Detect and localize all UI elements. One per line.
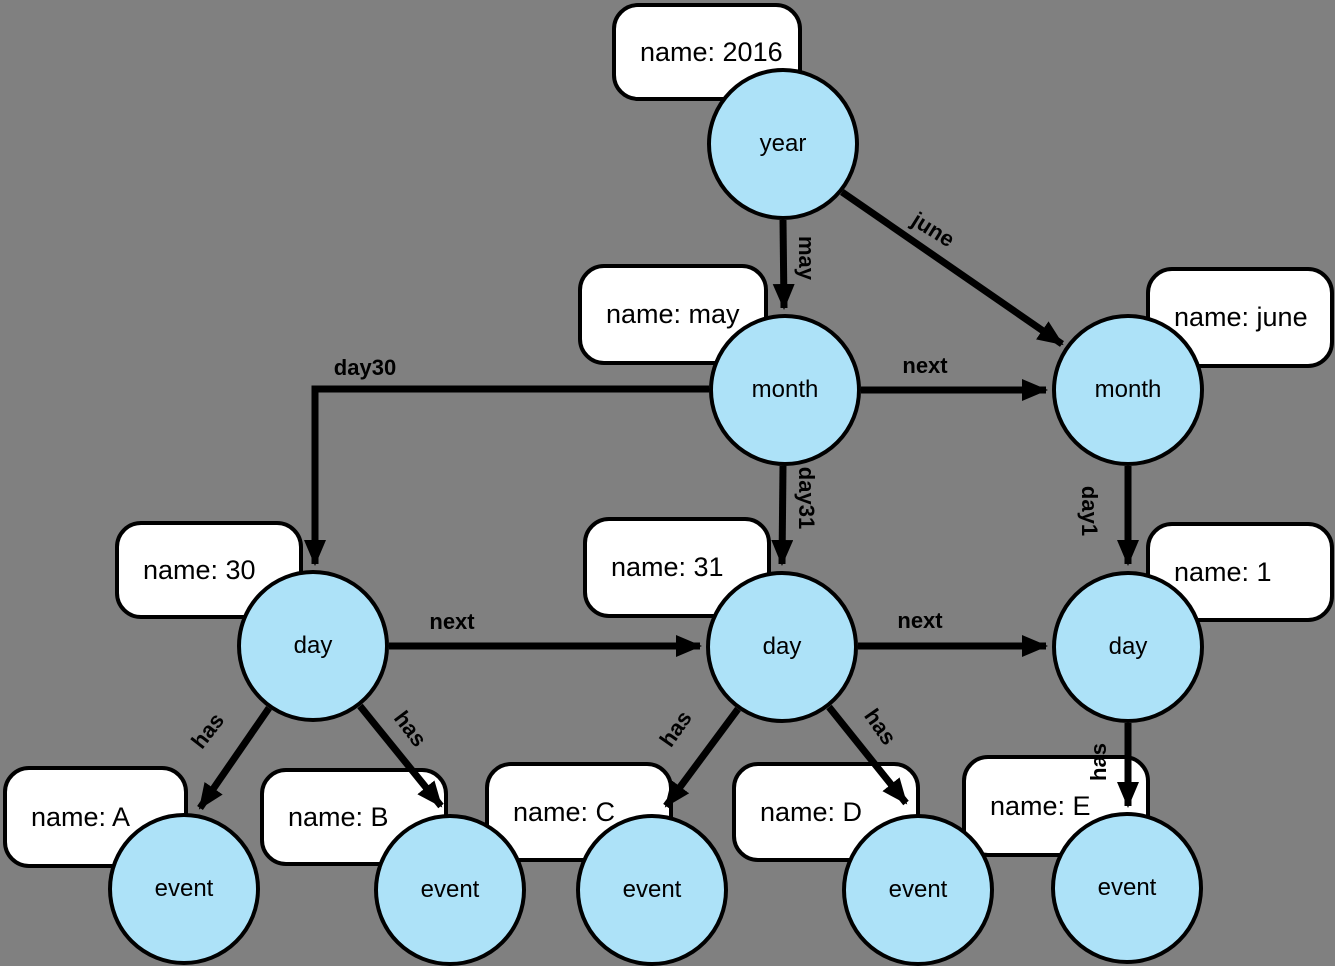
node-day-1[interactable]: day: [1052, 571, 1204, 723]
node-label: day: [762, 633, 802, 660]
node-event-c[interactable]: event: [576, 814, 728, 966]
property-text: name: june: [1174, 302, 1308, 332]
property-box-year: name: 2016: [612, 3, 802, 101]
node-label: event: [622, 876, 682, 903]
edge-label-has-e: has: [1086, 743, 1111, 781]
edge-label-next-day-2: next: [897, 608, 943, 633]
node-label: day: [1108, 633, 1148, 660]
property-text: name: B: [288, 801, 389, 832]
property-text: name: E: [990, 790, 1091, 821]
node-event-a[interactable]: event: [108, 813, 260, 965]
node-event-d[interactable]: event: [842, 814, 994, 966]
edge-month-may-day-30[interactable]: [304, 385, 709, 566]
node-year[interactable]: year: [707, 68, 859, 220]
edge-label-day30: day30: [333, 355, 397, 380]
property-text: name: 31: [611, 552, 724, 582]
node-event-e[interactable]: event: [1051, 812, 1203, 964]
edge-month-may-day-31[interactable]: [771, 465, 794, 566]
node-label: day: [293, 632, 333, 659]
property-box-event-c: name: C: [485, 762, 673, 862]
node-label: year: [759, 130, 807, 157]
node-event-b[interactable]: event: [374, 814, 526, 966]
property-text: name: A: [31, 801, 131, 832]
node-label: month: [751, 376, 819, 403]
node-month-may[interactable]: month: [709, 314, 861, 466]
edge-day-30-event-b[interactable]: [357, 703, 444, 809]
node-day-30[interactable]: day: [237, 570, 389, 722]
property-text: name: 30: [143, 554, 256, 585]
edge-year-month-may[interactable]: [772, 219, 795, 310]
node-label: event: [1097, 874, 1157, 901]
node-day-31[interactable]: day: [706, 571, 858, 723]
node-month-june[interactable]: month: [1052, 314, 1204, 466]
node-label: event: [420, 876, 480, 903]
property-text: name: 1: [1174, 556, 1272, 587]
edge-label-next-day-1: next: [429, 609, 475, 634]
node-label: event: [888, 876, 948, 903]
edge-day-30-event-a[interactable]: [197, 706, 272, 810]
property-text: name: may: [606, 299, 740, 329]
edge-day-31-event-d[interactable]: [826, 704, 909, 806]
edge-label-day1: day1: [1077, 485, 1102, 537]
edge-year-month-june[interactable]: [840, 189, 1064, 347]
edge-label-may: may: [794, 235, 819, 281]
edge-day-31-event-c[interactable]: [663, 706, 741, 809]
property-text: name: C: [513, 796, 616, 827]
edge-label-next-month: next: [902, 353, 948, 378]
node-label: month: [1094, 376, 1162, 403]
edge-label-day31: day31: [794, 466, 819, 530]
property-text: name: 2016: [640, 36, 783, 67]
property-text: name: D: [760, 796, 863, 827]
node-label: event: [154, 875, 214, 902]
